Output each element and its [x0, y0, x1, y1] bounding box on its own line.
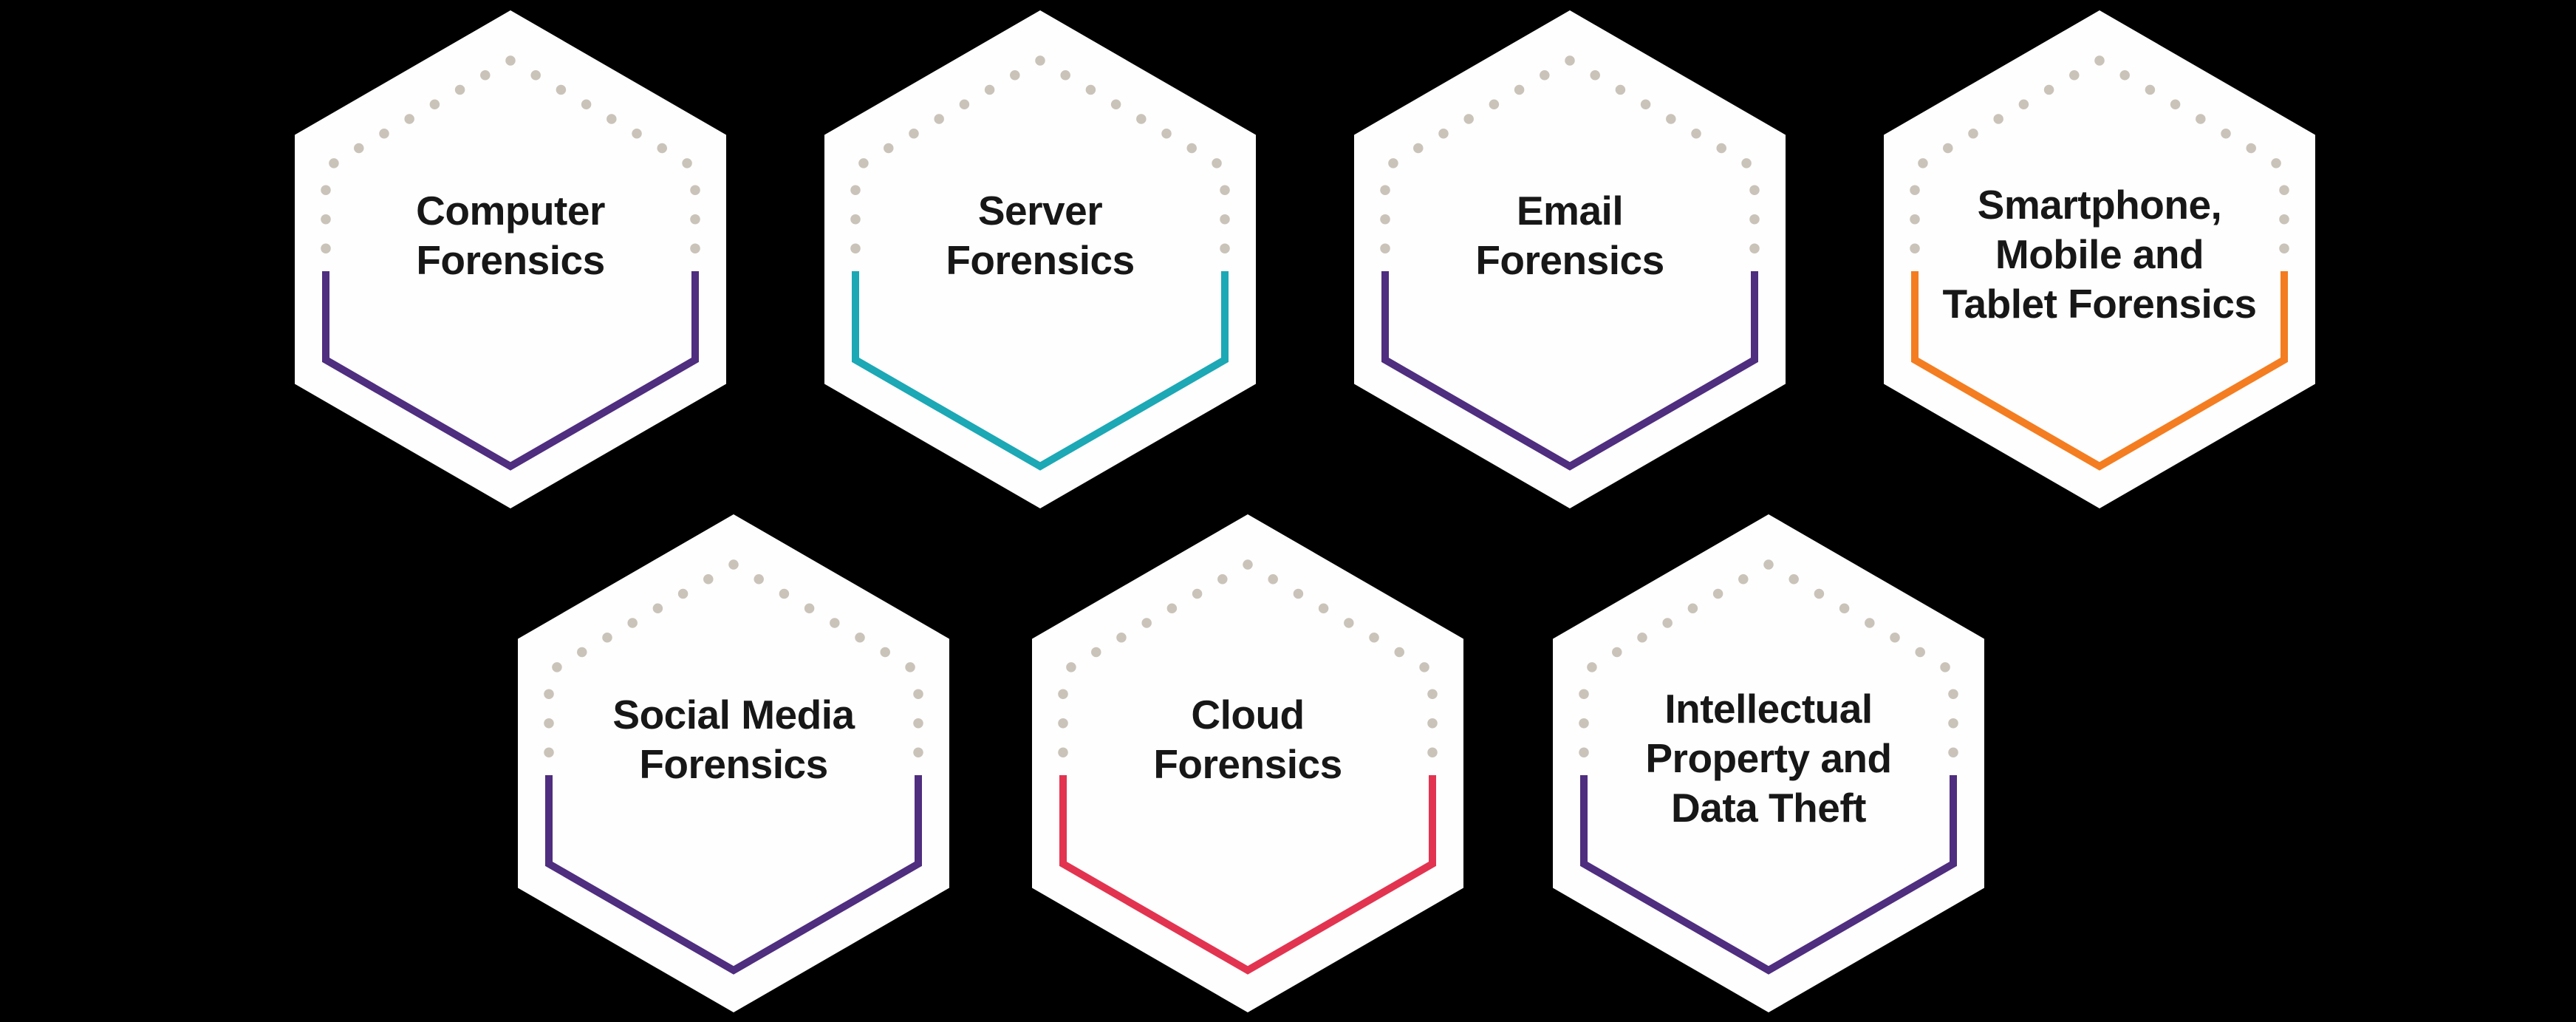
hexagon-shape — [1553, 514, 1984, 1012]
hexagon-label: Server Forensics — [946, 188, 1135, 284]
chevron-accent-border — [852, 271, 1229, 471]
chevron-accent-border — [1580, 775, 1957, 975]
hexagon-email-forensics: Email Forensics — [1354, 10, 1786, 508]
chevron-accent-border — [322, 271, 699, 471]
hexagon-shape — [1032, 514, 1463, 1012]
hexagon-label: Social Media Forensics — [612, 692, 855, 788]
hexagon-computer-forensics: Computer Forensics — [295, 10, 726, 508]
hexagon-social-media-forensics: Social Media Forensics — [518, 514, 949, 1012]
hexagon-graphic — [1884, 10, 2315, 508]
hexagon-shape — [1884, 10, 2315, 508]
hexagon-label: Email Forensics — [1475, 188, 1664, 284]
chevron-accent-border — [545, 775, 922, 975]
chevron-accent-border — [1059, 775, 1436, 975]
chevron-accent-border — [1911, 271, 2288, 471]
hexagon-label: Intellectual Property and Data Theft — [1645, 685, 1892, 831]
hexagon-graphic — [518, 514, 949, 1012]
hexagon-shape — [1354, 10, 1786, 508]
hexagon-label: Smartphone, Mobile and Tablet Forensics — [1942, 181, 2257, 327]
hexagon-smartphone-mobile-tablet-forensics: Smartphone, Mobile and Tablet Forensics — [1884, 10, 2315, 508]
hexagon-intellectual-property-data-theft: Intellectual Property and Data Theft — [1553, 514, 1984, 1012]
hexagon-shape — [295, 10, 726, 508]
chevron-accent-border — [1381, 271, 1758, 471]
hexagon-server-forensics: Server Forensics — [824, 10, 1256, 508]
hexagon-shape — [824, 10, 1256, 508]
hexagon-label: Computer Forensics — [416, 188, 605, 284]
hexagon-shape — [518, 514, 949, 1012]
hexagon-graphic — [1553, 514, 1984, 1012]
hexagon-label: Cloud Forensics — [1153, 692, 1342, 788]
hexagon-graphic — [824, 10, 1256, 508]
hexagon-graphic — [1032, 514, 1463, 1012]
hexagon-graphic — [1354, 10, 1786, 508]
hexagon-cloud-forensics: Cloud Forensics — [1032, 514, 1463, 1012]
hexagon-graphic — [295, 10, 726, 508]
